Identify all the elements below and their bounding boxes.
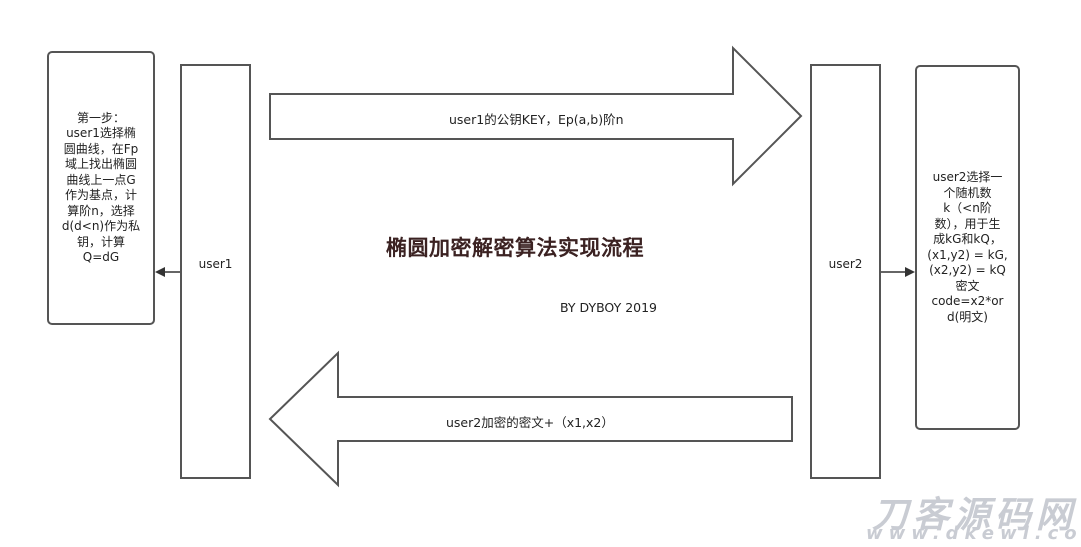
- user2-label: user2: [828, 257, 863, 272]
- watermark-url: www.dkewl.com: [866, 523, 1081, 544]
- diagram-byline: BY DYBOY 2019: [560, 300, 658, 315]
- diagram-title: 椭圆加密解密算法实现流程: [386, 236, 644, 260]
- connector-arrowhead-left: [155, 267, 165, 277]
- arrow-user1-to-user2: [269, 45, 803, 187]
- step1-text: 第一步： user1选择椭 圆曲线，在Fp 域上找出椭圆 曲线上一点G 作为基点…: [61, 110, 141, 265]
- step2-text: user2选择一 个随机数 k（<n阶 数），用于生 成kG和kQ， (x1,y…: [927, 170, 1008, 324]
- watermark-logo-text: 刀客源码网: [872, 495, 1078, 536]
- arrow-label-ciphertext: user2加密的密文+（x1,x2）: [446, 415, 614, 430]
- arrow-user2-to-user1: [268, 350, 793, 488]
- step1-box: [47, 51, 155, 325]
- connector-arrowhead-right: [905, 267, 915, 277]
- user2-lane: [810, 64, 881, 479]
- arrow-label-public-key: user1的公钥KEY，Ep(a,b)阶n: [449, 112, 624, 127]
- user1-lane: [180, 64, 251, 479]
- step2-box: [915, 65, 1020, 430]
- user1-label: user1: [198, 257, 233, 272]
